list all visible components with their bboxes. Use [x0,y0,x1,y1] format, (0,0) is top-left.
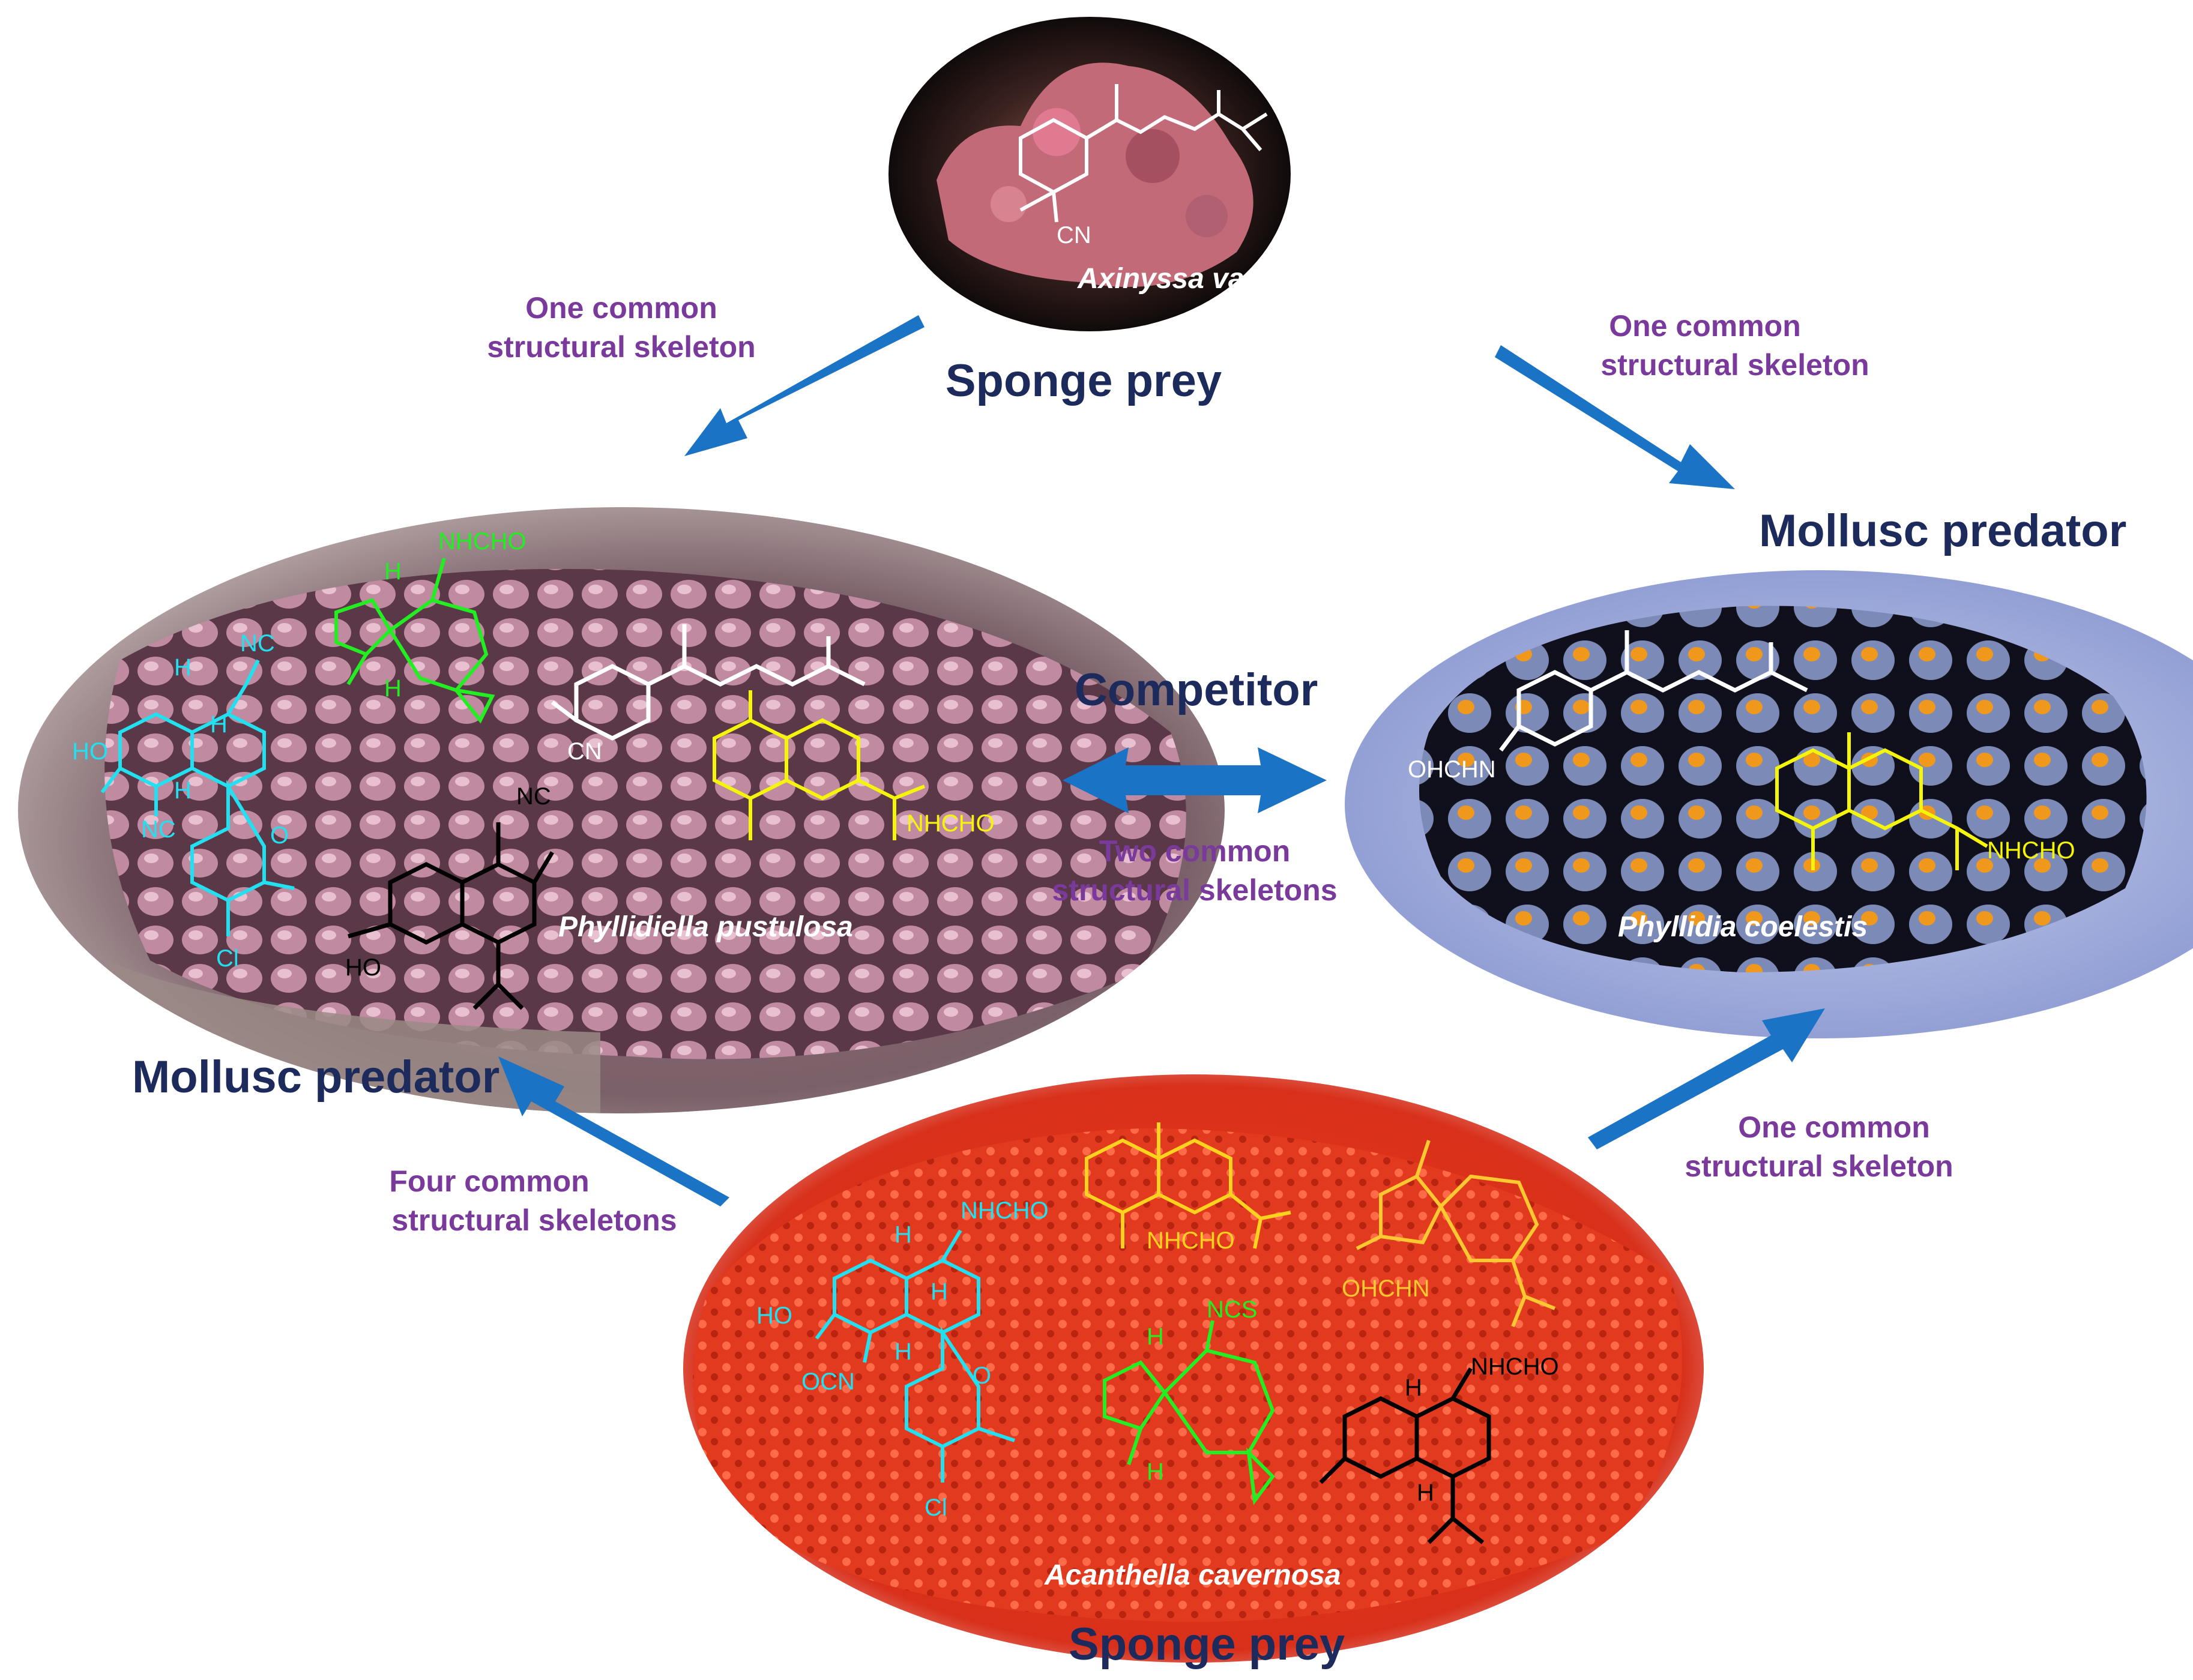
bottom-yellow-compound [1085,1122,1291,1249]
top-left-skeleton-line1: One common [525,291,717,325]
bottom-green-h1: H [1147,1323,1164,1350]
left-mollusc-species: Phyllidiella pustulosa [558,911,853,943]
left-yellow-compound [713,690,926,840]
bottom-left-skeleton-line2: structural skeletons [391,1203,677,1237]
bottom-green-compound [1103,1320,1275,1505]
bottom-green-h2: H [1147,1459,1164,1485]
bottom-cyan-compound [815,1229,1015,1483]
top-right-skeleton-line2: structural skeleton [1600,348,1869,382]
right-mollusc-role: Mollusc predator [1759,505,2126,556]
top-sponge-cn: CN [1057,222,1091,248]
left-cyan-h1: H [174,654,192,681]
shared-skeletons-line1: Two common [1099,834,1291,868]
left-cyan-o: O [270,822,289,849]
top-right-skeleton-line1: One common [1609,309,1800,343]
left-cyan-nc-top: NC [240,630,275,657]
left-green-h1: H [384,558,402,585]
top-sponge-photo [888,17,1291,331]
bottom-cyan-h3: H [931,1278,948,1305]
bottom-sponge-role: Sponge prey [1069,1619,1345,1670]
top-sponge-compound [1019,84,1268,223]
right-white-compound [1499,630,1808,752]
arrow-bottom-to-left [498,1056,729,1206]
bottom-cyan-h1: H [894,1221,912,1248]
left-white-compound [551,624,866,741]
left-cyan-h2: H [174,777,192,804]
bottom-left-skeleton-line1: Four common [389,1164,589,1198]
left-black-ho: HO [345,954,381,981]
bottom-orange-compound [1356,1140,1556,1328]
shared-skeletons-line2: structural skeletons [1052,873,1337,907]
right-yellow-compound [1775,732,1988,870]
left-cyan-compound [100,659,295,936]
left-mollusc-role: Mollusc predator [132,1052,499,1103]
left-cyan-nc-bottom: NC [141,816,176,843]
left-green-compound [334,558,495,724]
bottom-black-h1: H [1405,1374,1422,1401]
bottom-right-skeleton-line1: One common [1738,1110,1929,1144]
top-sponge-role: Sponge prey [946,355,1222,406]
bottom-sponge-species: Acanthella cavernosa [1044,1559,1341,1591]
right-mollusc-photo [1345,570,2193,1038]
bottom-green-ncs: NCS [1207,1296,1257,1323]
left-green-nhcho: NHCHO [438,528,526,555]
bottom-black-compound [1319,1367,1491,1544]
bottom-cyan-ho: HO [756,1302,792,1329]
top-left-skeleton-line2: structural skeleton [487,330,755,364]
left-white-cn: CN [567,738,602,765]
right-mollusc-species: Phyllidia coelestis [1618,911,1868,943]
bottom-black-h2: H [1417,1480,1434,1506]
right-white-ohchn: OHCHN [1408,756,1496,783]
left-cyan-h3: H [210,711,228,738]
bottom-cyan-ocn: OCN [801,1368,855,1395]
bottom-cyan-h2: H [894,1338,912,1365]
competitor-label: Competitor [1075,664,1318,715]
bottom-black-nhcho: NHCHO [1471,1353,1559,1380]
left-black-compound [348,822,555,1010]
bottom-yellow-nhcho: NHCHO [1147,1227,1235,1254]
left-cyan-ho: HO [72,738,108,765]
bottom-orange-ohchn: OHCHN [1342,1275,1430,1302]
top-sponge-species: Axinyssa variabilis [1077,263,1337,295]
left-black-nc: NC [516,783,551,810]
bottom-right-skeleton-line2: structural skeleton [1685,1149,1953,1183]
left-cyan-cl: Cl [216,945,239,972]
arrow-competitor-double [1063,747,1327,813]
bottom-cyan-cl: Cl [925,1495,947,1521]
left-green-h2: H [384,675,402,702]
arrow-top-to-left [684,315,925,456]
bottom-cyan-nhcho: NHCHO [961,1197,1049,1224]
right-yellow-nhcho: NHCHO [1987,837,2075,864]
arrow-bottom-to-right [1588,1008,1825,1149]
arrow-top-to-right [1495,345,1735,489]
left-yellow-nhcho: NHCHO [906,810,995,837]
bottom-cyan-o: O [973,1362,991,1389]
left-mollusc-photo [18,507,1225,1113]
